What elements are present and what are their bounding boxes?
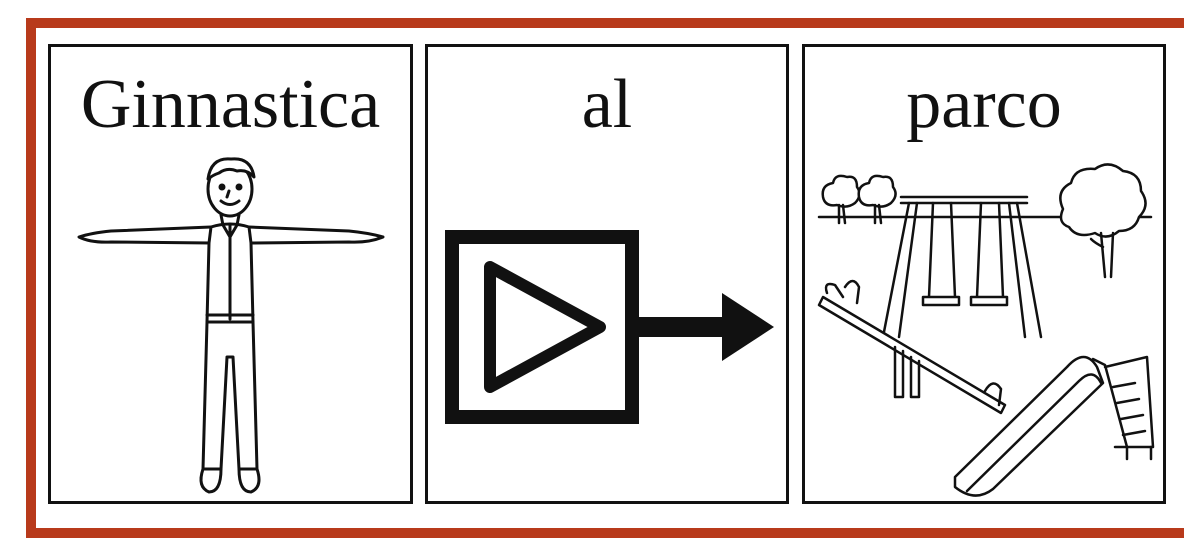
playground-park-icon bbox=[805, 147, 1163, 501]
card-word-al: al bbox=[581, 66, 633, 143]
card-parco: parco bbox=[802, 44, 1166, 504]
card-al: al bbox=[425, 44, 789, 504]
play-arrow-right-icon bbox=[428, 147, 786, 501]
card-word-ginnastica: Ginnastica bbox=[80, 66, 381, 143]
card-word-parco: parco bbox=[906, 66, 1062, 143]
card-ginnastica: Ginnastica bbox=[48, 44, 413, 504]
person-arms-outstretched-icon bbox=[51, 147, 410, 501]
